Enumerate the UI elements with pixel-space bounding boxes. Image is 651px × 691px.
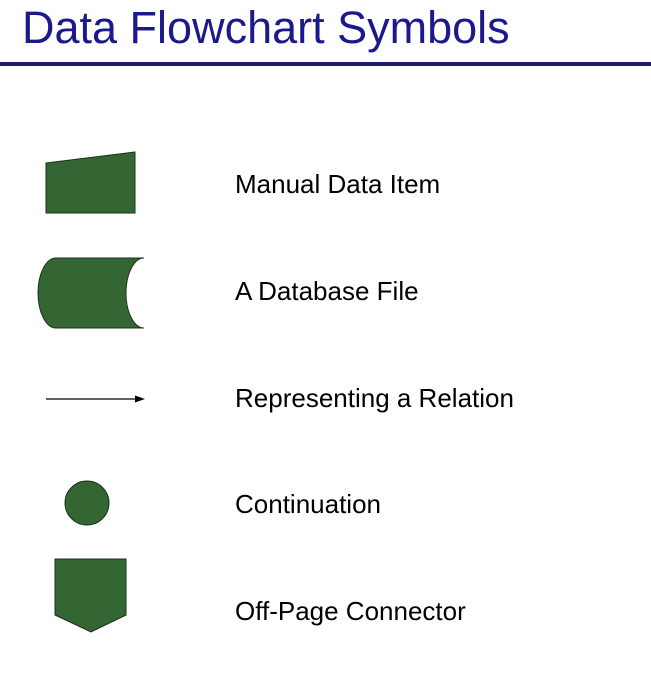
off-page-connector-icon: [54, 558, 127, 633]
slide-title: Data Flowchart Symbols: [22, 2, 510, 53]
symbol-label-off-page-connector: Off-Page Connector: [235, 596, 466, 626]
symbol-label-relation: Representing a Relation: [235, 383, 514, 413]
title-underline: [0, 62, 651, 66]
symbol-label-continuation: Continuation: [235, 489, 381, 519]
circle-connector-icon: [64, 480, 110, 526]
symbol-label-database-file: A Database File: [235, 276, 419, 306]
symbol-label-manual-data-item: Manual Data Item: [235, 169, 441, 199]
arrow-right-icon: [46, 395, 145, 403]
database-cylinder-icon: [37, 257, 145, 329]
manual-input-icon: [45, 151, 136, 214]
